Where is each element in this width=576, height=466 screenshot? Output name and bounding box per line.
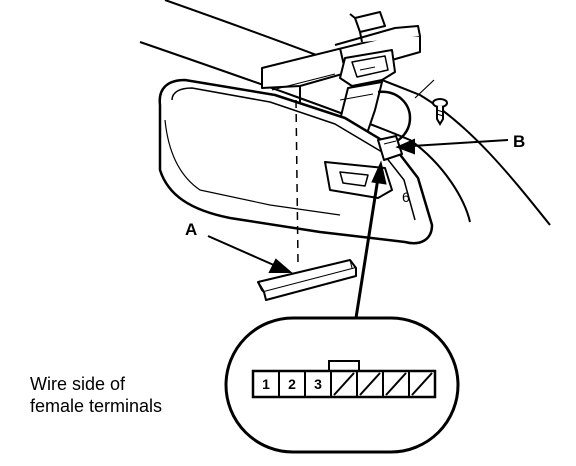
- terminal-slot-dividers: [278, 371, 410, 397]
- screw: [432, 98, 448, 126]
- housing-mark: 6: [402, 189, 410, 205]
- unused-terminal-hatch: [333, 372, 355, 396]
- unused-terminal-hatch: [385, 372, 407, 396]
- mounting-bracket: [261, 11, 421, 104]
- callout-arrow-b: [395, 138, 509, 155]
- unused-terminal-hatch: [411, 372, 433, 396]
- connector-locking-tab: [328, 360, 360, 372]
- wiring-loop: [377, 90, 412, 146]
- unused-terminal-hatch: [359, 372, 381, 396]
- callout-arrow-a: [207, 235, 293, 273]
- terminal-pin-labels: 1 2 3: [262, 376, 322, 392]
- connector-face: 1 2 3: [251, 360, 437, 399]
- terminal-pin-1: 1: [262, 376, 270, 392]
- callout-label-a: A: [185, 220, 197, 239]
- mount-clip: [339, 49, 396, 87]
- screw-leader: [414, 79, 435, 99]
- windshield-outline: [139, 0, 551, 226]
- connector-caption-line-1: Wire side of: [30, 374, 126, 394]
- mirror-housing: [158, 78, 434, 245]
- callout-label-b: B: [513, 132, 525, 151]
- connector-leader-arrow: [354, 160, 387, 319]
- connector-b: [377, 135, 403, 161]
- cover-a: [257, 259, 357, 301]
- terminal-pin-3: 3: [314, 376, 322, 392]
- unused-terminal-hatches: [333, 372, 433, 396]
- terminal-pin-2: 2: [288, 376, 296, 392]
- connector-caption-line-2: female terminals: [30, 396, 162, 416]
